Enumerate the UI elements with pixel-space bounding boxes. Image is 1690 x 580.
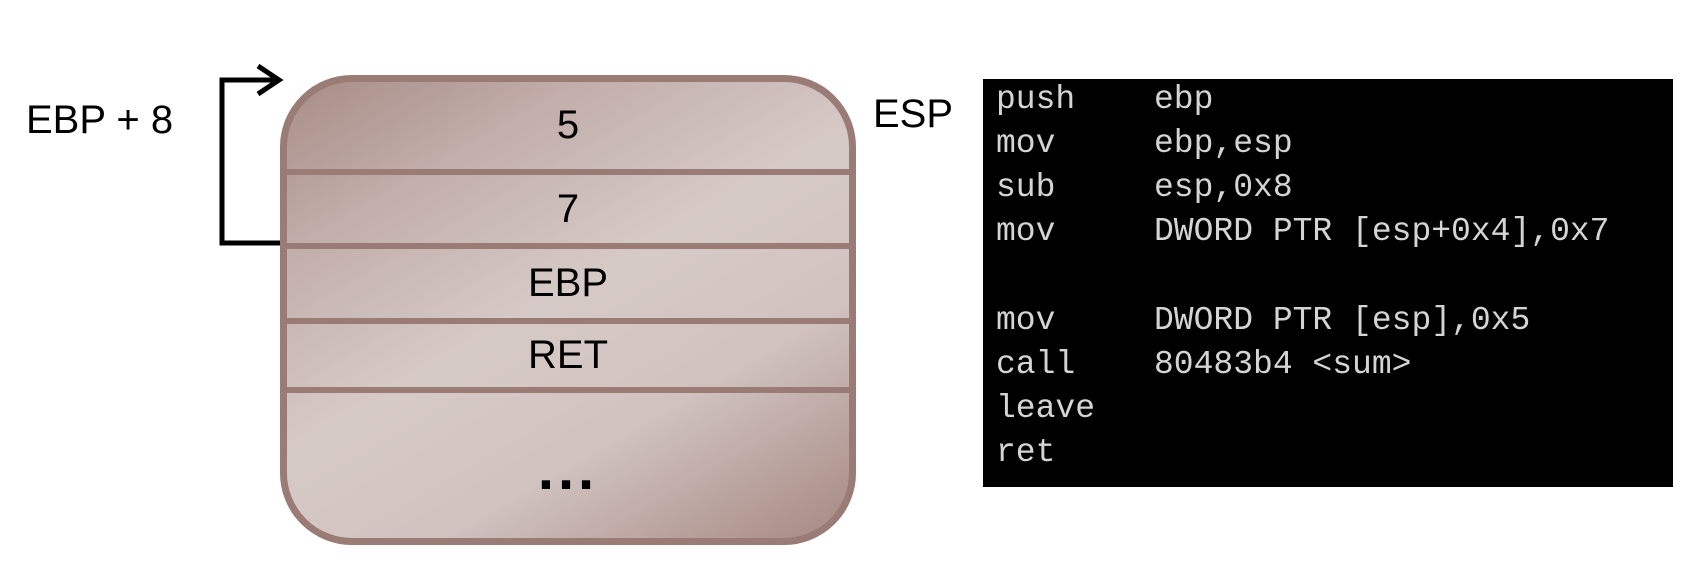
code-operand: ebp,esp: [1154, 125, 1293, 162]
code-mnemonic: mov: [996, 125, 1056, 162]
stack-cell-ellipsis: ...: [537, 436, 599, 502]
ebp-plus-8-label: EBP + 8: [26, 98, 174, 142]
stack-cell-return-address: RET: [528, 333, 608, 377]
stack-divider: [287, 169, 849, 175]
code-mnemonic: call: [996, 346, 1076, 383]
code-mnemonic: leave: [996, 390, 1096, 427]
code-operand: esp,0x8: [1154, 169, 1293, 206]
code-mnemonic: sub: [996, 169, 1056, 206]
code-line: push ebp: [996, 83, 1213, 116]
code-line: ret: [996, 436, 1154, 469]
code-line: call 80483b4 <sum>: [996, 348, 1411, 381]
code-line: sub esp,0x8: [996, 171, 1293, 204]
code-mnemonic: ret: [996, 434, 1056, 471]
code-operand: DWORD PTR [esp],0x5: [1154, 302, 1531, 339]
stack-divider: [287, 243, 849, 249]
stack-frame-diagram: 5 7 EBP RET ...: [280, 75, 856, 545]
code-mnemonic: mov: [996, 302, 1056, 339]
esp-label: ESP: [873, 92, 954, 136]
stack-cell-arg-7: 7: [556, 186, 580, 231]
code-line: mov ebp,esp: [996, 127, 1293, 160]
code-operand: DWORD PTR [esp+0x4],0x7: [1154, 213, 1610, 250]
code-mnemonic: push: [996, 81, 1076, 118]
code-operand: 80483b4 <sum>: [1154, 346, 1412, 383]
code-line: leave: [996, 392, 1154, 425]
stack-divider: [287, 387, 849, 393]
stack-cell-saved-ebp: EBP: [527, 261, 609, 305]
code-operand: ebp: [1154, 81, 1214, 118]
stack-divider: [287, 318, 849, 324]
code-mnemonic: mov: [996, 213, 1056, 250]
code-line: mov DWORD PTR [esp],0x5: [996, 304, 1530, 337]
stack-cell-arg-5: 5: [556, 103, 580, 147]
code-line: mov DWORD PTR [esp+0x4],0x7: [996, 215, 1609, 248]
